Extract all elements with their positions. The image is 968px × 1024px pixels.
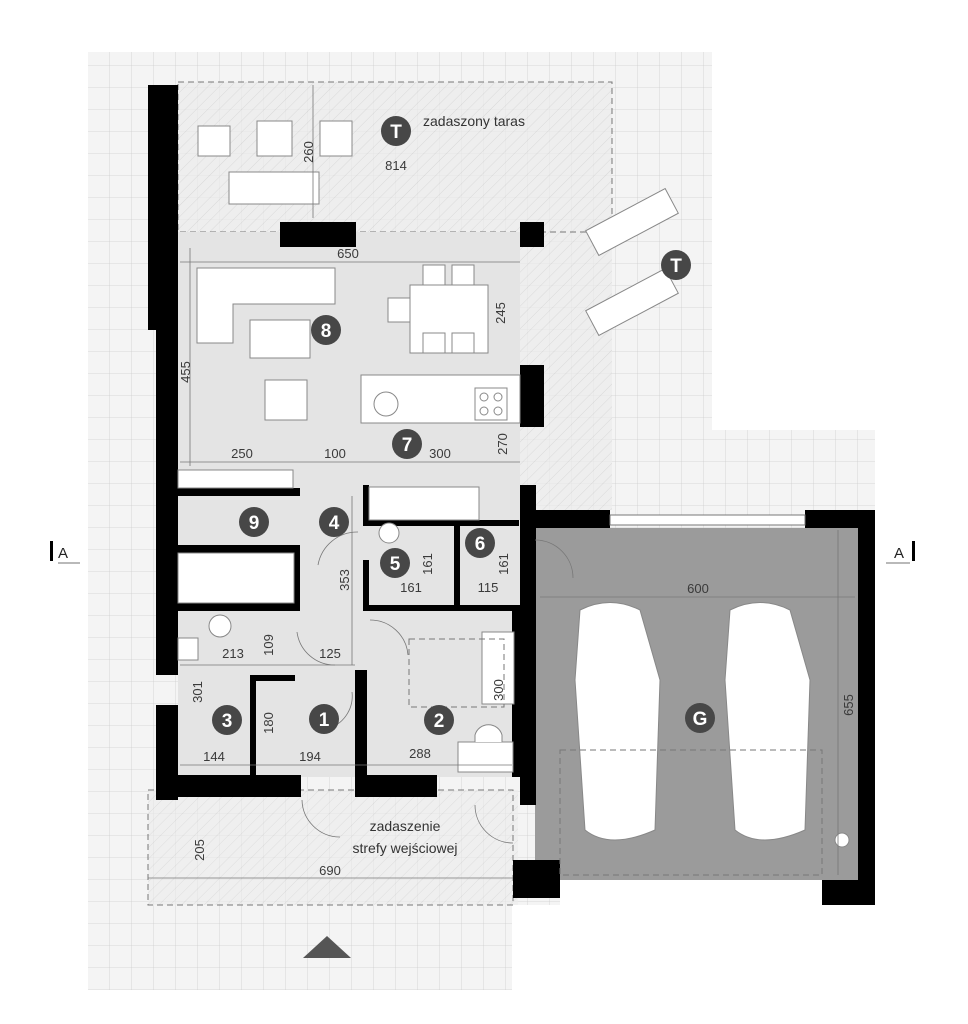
dim-bath-161-h: 161 <box>400 580 422 595</box>
dimension-lines <box>148 85 855 879</box>
svg-text:A: A <box>58 545 68 562</box>
dim-living-width: 650 <box>337 246 359 261</box>
svg-text:G: G <box>693 709 708 730</box>
dim-wc-161-v: 161 <box>496 553 511 575</box>
furniture <box>177 120 850 876</box>
svg-text:A: A <box>894 545 904 562</box>
room-marker-8: 8 <box>311 315 341 345</box>
room-marker-1: 1 <box>309 704 339 734</box>
svg-text:T: T <box>390 122 402 143</box>
entrance-label-line2: strefy wejściowej <box>352 840 457 856</box>
dim-tech-213: 213 <box>222 646 244 661</box>
svg-text:9: 9 <box>249 513 260 534</box>
dim-living-depth: 455 <box>178 361 193 383</box>
entrance-label-line1: zadaszenie <box>370 818 441 834</box>
section-marker-left: A <box>50 541 80 564</box>
dim-seg-250: 250 <box>231 446 253 461</box>
dim-garage-655: 655 <box>841 694 856 716</box>
entrance-canopy <box>148 790 518 905</box>
svg-text:3: 3 <box>222 711 233 732</box>
dim-closet-180: 180 <box>261 712 276 734</box>
dim-terrace-width: 814 <box>385 158 407 173</box>
room-marker-6: 6 <box>465 528 495 558</box>
room-marker-T: T <box>381 116 411 146</box>
dim-seg-300: 300 <box>429 446 451 461</box>
dim-room3-301: 301 <box>190 681 205 703</box>
dim-seg-100: 100 <box>324 446 346 461</box>
dim-entrance-690: 690 <box>319 863 341 878</box>
dim-terrace-depth: 260 <box>301 141 316 163</box>
doors <box>296 531 574 844</box>
room-marker-2: 2 <box>424 705 454 735</box>
dim-bath-161-v: 161 <box>420 553 435 575</box>
dim-hall-125: 125 <box>319 646 341 661</box>
dim-room2-288: 288 <box>409 746 431 761</box>
room-marker-7: 7 <box>392 429 422 459</box>
svg-text:4: 4 <box>329 513 340 534</box>
room-marker-T2: T <box>661 250 691 280</box>
dim-entrance-205: 205 <box>192 839 207 861</box>
dim-dining-depth: 245 <box>493 302 508 324</box>
dimension-labels: 260 814 650 455 245 250 100 300 270 353 … <box>178 141 856 878</box>
walls <box>148 85 875 905</box>
room-marker-9: 9 <box>239 507 269 537</box>
room-marker-G: G <box>685 703 715 733</box>
svg-text:2: 2 <box>434 711 445 732</box>
dim-room1-194: 194 <box>299 749 321 764</box>
dim-room3-144: 144 <box>203 749 225 764</box>
svg-text:7: 7 <box>402 435 413 456</box>
svg-text:8: 8 <box>321 321 332 342</box>
svg-text:6: 6 <box>475 534 486 555</box>
section-marker-right: A <box>886 541 915 564</box>
svg-text:5: 5 <box>390 554 401 575</box>
dim-hall-353: 353 <box>337 569 352 591</box>
dim-wc-115: 115 <box>478 580 499 595</box>
covered-terrace <box>178 82 612 232</box>
svg-text:T: T <box>670 256 682 277</box>
dim-kitchen-270: 270 <box>495 433 510 455</box>
entrance-arrow-icon <box>303 936 351 958</box>
dim-tech-109: 109 <box>261 634 276 656</box>
room-marker-3: 3 <box>212 705 242 735</box>
terrace-label: zadaszony taras <box>423 113 525 129</box>
svg-text:1: 1 <box>319 710 330 731</box>
room-marker-4: 4 <box>319 507 349 537</box>
dim-room2-300: 300 <box>491 679 506 701</box>
room-marker-5: 5 <box>380 548 410 578</box>
dim-garage-600: 600 <box>687 581 709 596</box>
room-markers: T T 8 7 9 4 5 6 3 1 2 G <box>212 116 715 735</box>
garage-window <box>609 514 806 526</box>
